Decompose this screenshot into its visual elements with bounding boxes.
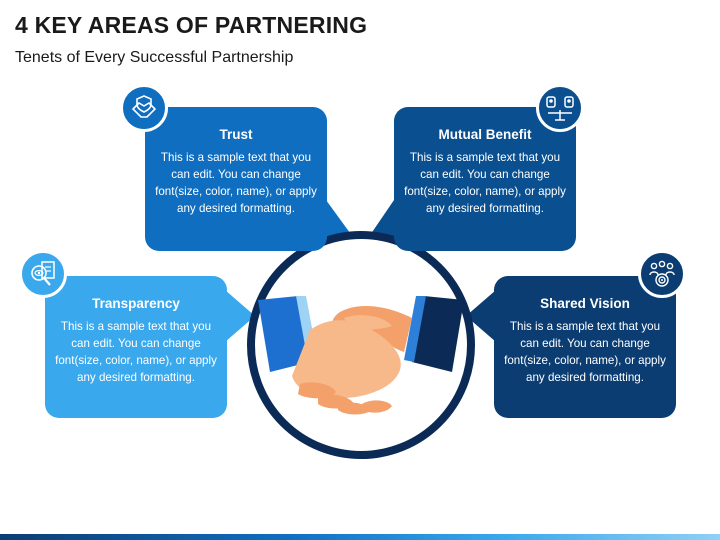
shared-vision-card: Shared Vision This is a sample text that… bbox=[494, 276, 676, 418]
trust-card-body: This is a sample text that you can edit.… bbox=[155, 151, 317, 215]
transparency-card: Transparency This is a sample text that … bbox=[45, 276, 227, 418]
people-balance-icon bbox=[536, 84, 584, 132]
shared-vision-card-body: This is a sample text that you can edit.… bbox=[504, 320, 666, 384]
shared-vision-card-pointer bbox=[466, 290, 496, 342]
trust-card-heading: Trust bbox=[219, 127, 253, 142]
mutual-benefit-card: Mutual Benefit This is a sample text tha… bbox=[394, 107, 576, 251]
page-subtitle: Tenets of Every Successful Partnership bbox=[15, 49, 294, 66]
handshake-icon bbox=[258, 296, 464, 415]
page-title: 4 KEY AREAS OF PARTNERING bbox=[15, 12, 368, 38]
transparency-card-pointer bbox=[225, 290, 255, 342]
group-target-icon bbox=[638, 250, 686, 298]
mutual-benefit-card-heading: Mutual Benefit bbox=[438, 127, 532, 142]
document-magnifier-eye-icon bbox=[19, 250, 67, 298]
shared-vision-card-heading: Shared Vision bbox=[540, 296, 630, 311]
transparency-card-heading: Transparency bbox=[92, 296, 180, 311]
trust-card: Trust This is a sample text that you can… bbox=[145, 107, 327, 251]
mutual-benefit-card-body: This is a sample text that you can edit.… bbox=[404, 151, 566, 215]
bottom-accent-bar bbox=[0, 534, 720, 540]
transparency-card-body: This is a sample text that you can edit.… bbox=[55, 320, 217, 384]
handshake-shield-icon bbox=[120, 84, 168, 132]
